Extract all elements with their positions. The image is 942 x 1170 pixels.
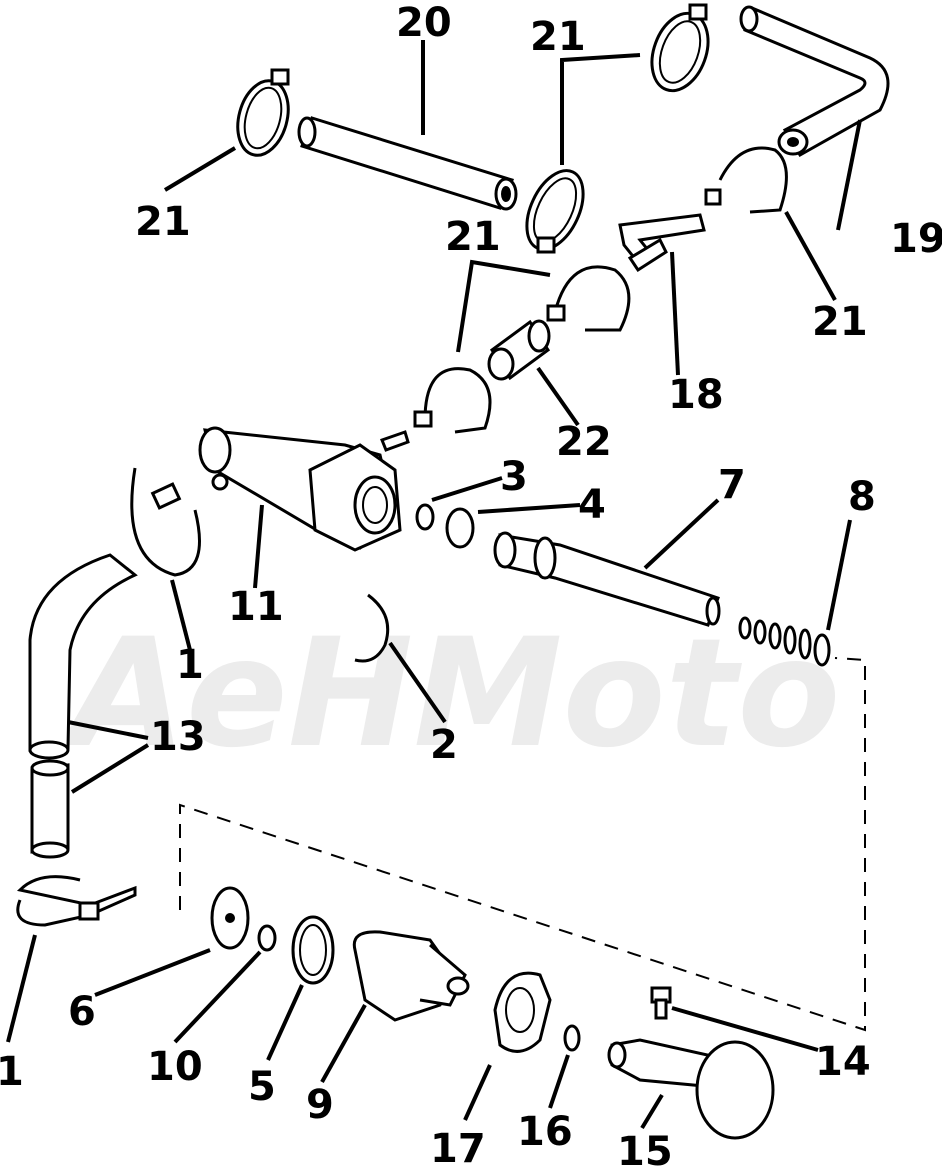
fitting-part-18 bbox=[618, 213, 706, 273]
callout-1-lower: 1 bbox=[0, 1049, 24, 1095]
callout-8: 8 bbox=[848, 474, 876, 520]
leader-lines bbox=[6, 40, 862, 1130]
assembly-dashed-line bbox=[179, 657, 866, 1032]
hose-part-19 bbox=[739, 5, 890, 158]
clamp-part-21-f bbox=[413, 367, 492, 434]
knob-part-15 bbox=[607, 1038, 775, 1140]
clamp-part-21-e bbox=[546, 265, 631, 332]
callout-21-middle: 21 bbox=[445, 214, 501, 260]
callout-13: 13 bbox=[150, 714, 206, 760]
callout-15: 15 bbox=[617, 1129, 673, 1170]
shaft-part-7 bbox=[493, 531, 721, 627]
spring-part-8 bbox=[738, 616, 831, 667]
clamp-part-1-upper bbox=[130, 467, 201, 577]
callout-21-right: 21 bbox=[812, 299, 868, 345]
housing-part-11 bbox=[198, 426, 410, 552]
screw-part-14 bbox=[650, 986, 672, 1020]
o-ring-part-3 bbox=[415, 503, 435, 531]
clamp-part-21-a bbox=[236, 68, 290, 157]
o-ring-part-4 bbox=[445, 507, 475, 549]
clamp-part-21-c bbox=[525, 169, 585, 254]
o-ring-part-10 bbox=[257, 924, 277, 952]
valve-body-part-9 bbox=[352, 930, 470, 1022]
sleeve-part-22 bbox=[487, 319, 551, 381]
callout-1-upper: 1 bbox=[176, 642, 204, 688]
callout-21-left: 21 bbox=[135, 199, 191, 245]
callout-20: 20 bbox=[396, 0, 452, 46]
hose-part-13 bbox=[28, 553, 138, 859]
hose-part-20 bbox=[297, 116, 518, 211]
callout-17: 17 bbox=[430, 1126, 486, 1170]
nut-part-17 bbox=[493, 971, 552, 1053]
callout-19: 19 bbox=[890, 216, 942, 262]
callout-3: 3 bbox=[500, 454, 528, 500]
callout-9: 9 bbox=[306, 1082, 334, 1128]
clamp-part-1-lower bbox=[16, 875, 137, 927]
washer-part-6 bbox=[210, 886, 250, 950]
callout-5: 5 bbox=[248, 1064, 276, 1110]
callout-2: 2 bbox=[430, 722, 458, 768]
callout-11: 11 bbox=[228, 584, 284, 630]
clamp-part-21-d bbox=[704, 146, 788, 214]
callout-14: 14 bbox=[815, 1039, 871, 1085]
callout-4: 4 bbox=[578, 482, 606, 528]
callout-16: 16 bbox=[517, 1109, 573, 1155]
callout-6: 6 bbox=[68, 989, 96, 1035]
callout-18: 18 bbox=[668, 372, 724, 418]
o-ring-part-16 bbox=[563, 1024, 581, 1052]
clamp-part-21-b bbox=[650, 3, 710, 93]
callout-21-top: 21 bbox=[530, 14, 586, 60]
watermark-text: AeHMoto bbox=[60, 607, 840, 781]
gasket-part-5 bbox=[291, 915, 335, 985]
callout-7: 7 bbox=[718, 462, 746, 508]
retaining-ring-part-2 bbox=[354, 593, 390, 663]
callout-10: 10 bbox=[147, 1044, 203, 1090]
callout-22: 22 bbox=[556, 419, 612, 465]
